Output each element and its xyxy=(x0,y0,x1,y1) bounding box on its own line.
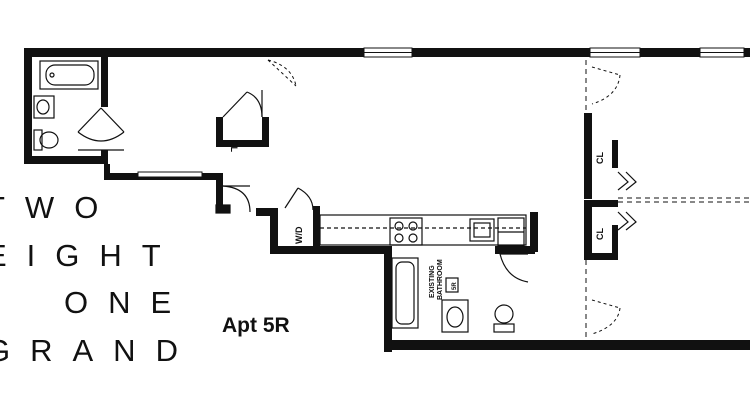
bathroom-walls xyxy=(24,48,110,178)
stove xyxy=(389,217,423,246)
bathroom-sink xyxy=(33,95,55,119)
existing-bathroom-fixtures xyxy=(391,257,515,333)
kitchen-walls xyxy=(256,206,750,352)
laundry-door xyxy=(284,187,314,211)
bedroom-walls xyxy=(584,113,618,260)
window xyxy=(363,47,745,58)
existing-bathroom-label-1: EXISTING xyxy=(429,265,436,298)
closet-door xyxy=(222,90,263,118)
window xyxy=(137,171,203,178)
toilet xyxy=(33,129,59,151)
washer-dryer-label: W/D xyxy=(294,226,304,244)
existing-bathroom-label-3: 5R xyxy=(452,282,458,290)
refrigerator xyxy=(497,217,525,247)
kitchen-counter xyxy=(319,214,527,246)
bathtub xyxy=(39,60,99,90)
bathroom-door xyxy=(77,107,125,151)
exterior-top-wall xyxy=(24,48,750,57)
dashed-partition xyxy=(585,60,750,340)
bedroom-closet-label-1: CL xyxy=(595,152,605,164)
closet-label: CL xyxy=(229,140,239,152)
bedroom-door xyxy=(591,66,621,335)
kitchen-sink xyxy=(469,218,495,242)
existing-bathroom-label-2: BATHROOM xyxy=(437,259,444,300)
existing-bathroom-door xyxy=(499,253,529,283)
bedroom-closet-label-2: CL xyxy=(595,228,605,240)
interior-wall xyxy=(104,117,269,213)
unit-label: Apt 5R xyxy=(222,314,290,337)
hall-door xyxy=(215,185,251,214)
closet-bifold-door xyxy=(617,171,637,231)
entry-door xyxy=(267,59,297,87)
